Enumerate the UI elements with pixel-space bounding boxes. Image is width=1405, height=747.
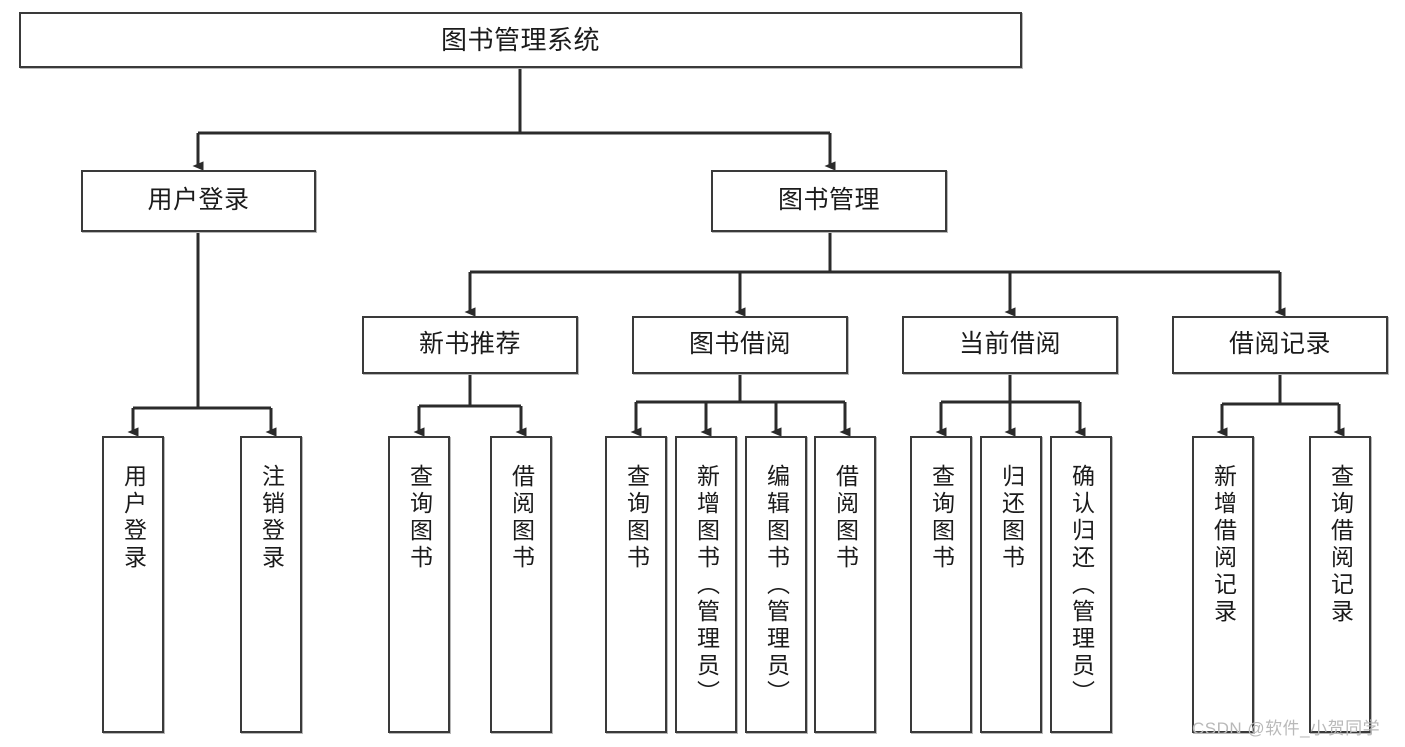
node-label: 查询借阅记录 xyxy=(1327,464,1354,626)
node-label: 注销登录 xyxy=(258,464,285,572)
node-label: 编辑图书（管理员） xyxy=(763,464,790,707)
node-label: 图书借阅 xyxy=(688,330,791,359)
node-root-system[interactable]: 图书管理系统 xyxy=(19,12,1022,68)
node-label: 用户登录 xyxy=(120,464,147,572)
leaf-logout[interactable]: 注销登录 xyxy=(240,436,302,733)
leaf-edit-book-admin[interactable]: 编辑图书（管理员） xyxy=(745,436,807,733)
node-label: 图书管理 xyxy=(777,186,880,215)
node-current-borrow[interactable]: 当前借阅 xyxy=(902,316,1118,374)
node-label: 新增图书（管理员） xyxy=(693,464,720,707)
leaf-query-book-recommend[interactable]: 查询图书 xyxy=(388,436,450,733)
node-user-login[interactable]: 用户登录 xyxy=(81,170,316,232)
node-label: 图书管理系统 xyxy=(440,24,600,55)
node-label: 借阅图书 xyxy=(508,464,535,572)
node-label: 确认归还（管理员） xyxy=(1068,464,1095,707)
node-label: 借阅图书 xyxy=(832,464,859,572)
node-label: 当前借阅 xyxy=(958,330,1061,359)
leaf-query-book-borrow[interactable]: 查询图书 xyxy=(605,436,667,733)
leaf-add-borrow-record[interactable]: 新增借阅记录 xyxy=(1192,436,1254,733)
leaf-query-borrow-record[interactable]: 查询借阅记录 xyxy=(1309,436,1371,733)
node-book-borrow[interactable]: 图书借阅 xyxy=(632,316,848,374)
leaf-borrow-book-recommend[interactable]: 借阅图书 xyxy=(490,436,552,733)
node-label: 借阅记录 xyxy=(1228,330,1331,359)
node-label: 新增借阅记录 xyxy=(1210,464,1237,626)
leaf-borrow-book[interactable]: 借阅图书 xyxy=(814,436,876,733)
node-label: 查询图书 xyxy=(406,464,433,572)
leaf-return-book[interactable]: 归还图书 xyxy=(980,436,1042,733)
leaf-add-book-admin[interactable]: 新增图书（管理员） xyxy=(675,436,737,733)
node-label: 归还图书 xyxy=(998,464,1025,572)
node-label: 用户登录 xyxy=(147,186,250,215)
node-borrow-record[interactable]: 借阅记录 xyxy=(1172,316,1388,374)
leaf-user-login[interactable]: 用户登录 xyxy=(102,436,164,733)
node-label: 新书推荐 xyxy=(418,330,521,359)
node-new-book-recommend[interactable]: 新书推荐 xyxy=(362,316,578,374)
node-book-management[interactable]: 图书管理 xyxy=(711,170,947,232)
node-label: 查询图书 xyxy=(928,464,955,572)
leaf-query-book-current[interactable]: 查询图书 xyxy=(910,436,972,733)
leaf-confirm-return-admin[interactable]: 确认归还（管理员） xyxy=(1050,436,1112,733)
node-label: 查询图书 xyxy=(623,464,650,572)
